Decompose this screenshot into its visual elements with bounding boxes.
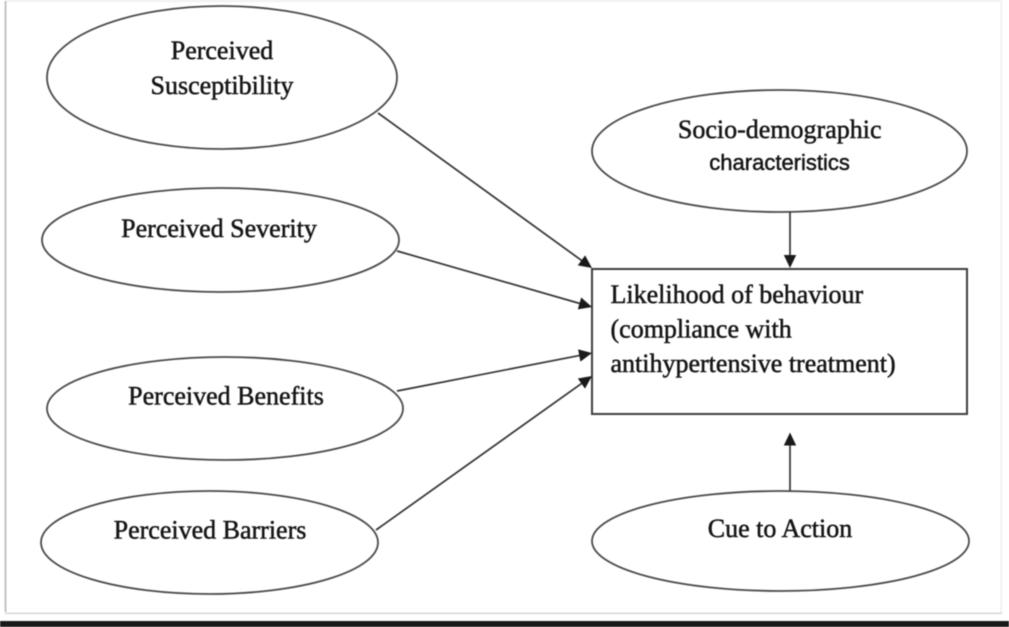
svg-text:Cue to Action: Cue to Action <box>708 514 852 543</box>
svg-text:characteristics: characteristics <box>709 150 850 175</box>
svg-text:Perceived Benefits: Perceived Benefits <box>128 382 324 411</box>
svg-text:Likelihood of behaviour: Likelihood of behaviour <box>611 280 864 309</box>
svg-text:Perceived Severity: Perceived Severity <box>121 214 317 243</box>
svg-text:antihypertensive treatment): antihypertensive treatment) <box>611 349 896 378</box>
svg-text:Susceptibility: Susceptibility <box>151 71 294 100</box>
svg-text:(compliance with: (compliance with <box>611 315 792 344</box>
svg-text:Perceived: Perceived <box>171 36 274 65</box>
svg-text:Perceived Barriers: Perceived Barriers <box>114 515 307 544</box>
svg-text:Socio-demographic: Socio-demographic <box>678 115 882 144</box>
